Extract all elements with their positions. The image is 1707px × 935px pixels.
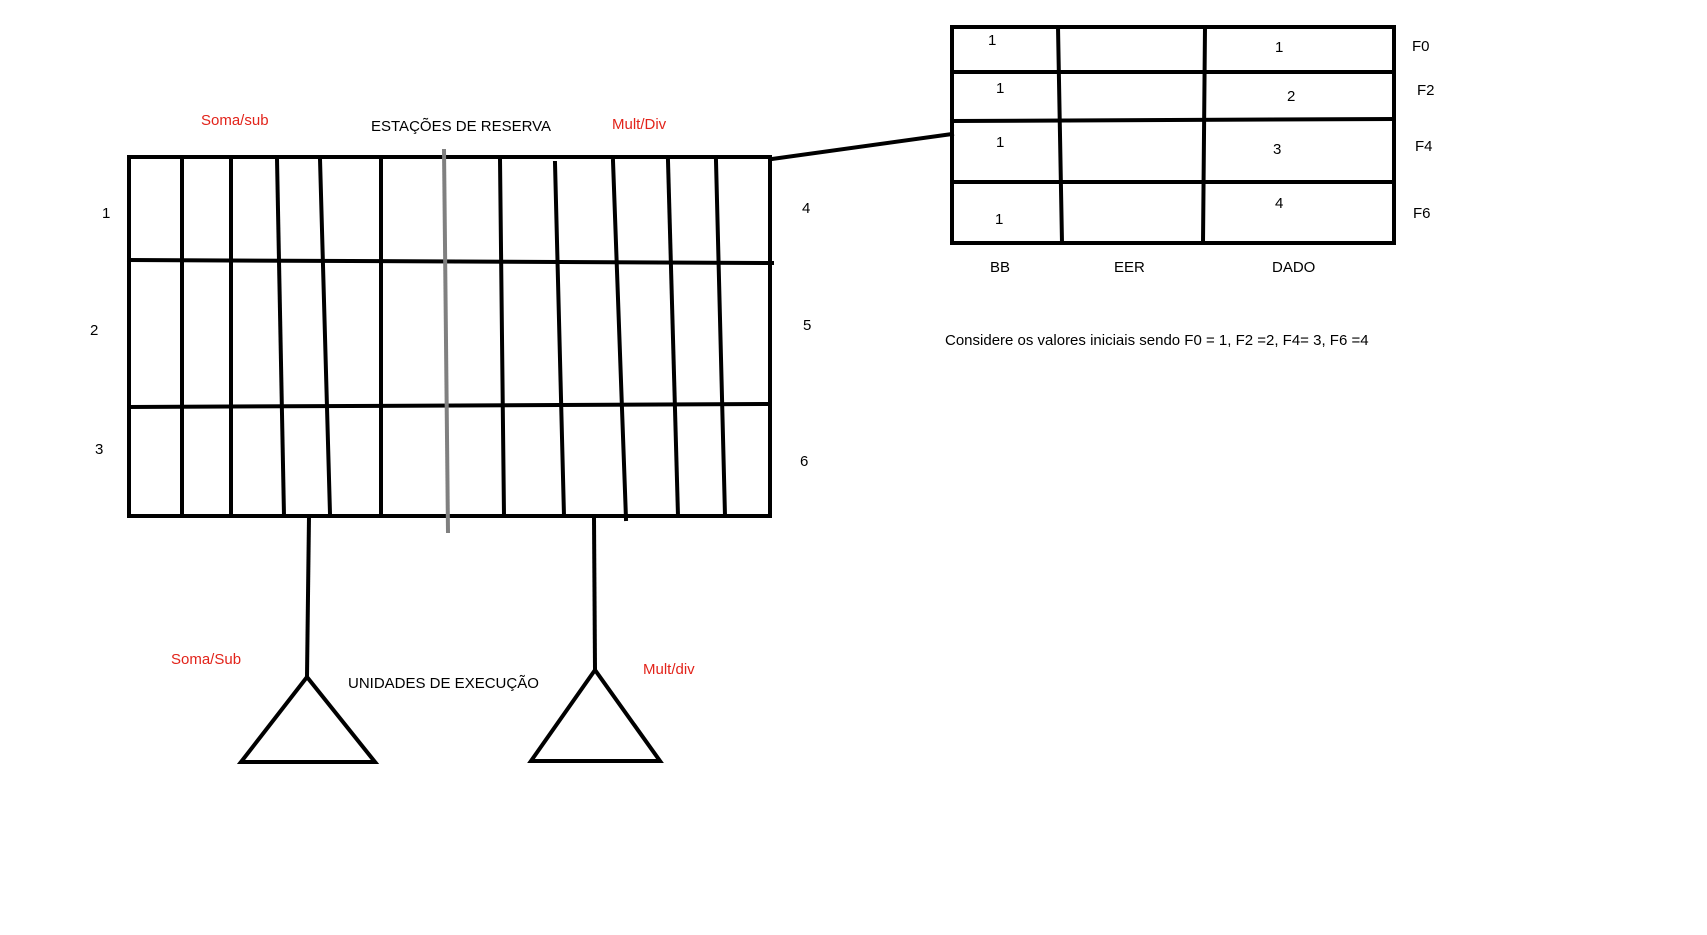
register-bb-cell: 1 [996, 134, 1004, 151]
register-dado-cell: 3 [1273, 141, 1281, 158]
rs-row-number: 4 [802, 200, 810, 217]
rs-slot-divider [274, 156, 287, 519]
register-bb-cell: 1 [988, 32, 996, 49]
mul-unit-label: Mult/div [643, 661, 695, 678]
rs-slot-divider [665, 158, 681, 519]
initial-values-note: Considere os valores iniciais sendo F0 =… [945, 332, 1369, 349]
register-dado-cell: 2 [1287, 88, 1295, 105]
add-unit-feed-line [304, 513, 312, 679]
register-col-divider [1200, 24, 1208, 246]
register-col-header-eer: EER [1114, 259, 1145, 276]
mul-unit-triangle [527, 666, 664, 763]
add-unit-label: Soma/Sub [171, 651, 241, 668]
rs-slot-divider [317, 156, 333, 517]
register-name: F2 [1417, 82, 1435, 99]
rs-slot-divider [497, 156, 507, 519]
add-unit-triangle [236, 673, 380, 764]
register-name: F6 [1413, 205, 1431, 222]
register-dado-cell: 4 [1275, 195, 1283, 212]
register-dado-cell: 1 [1275, 39, 1283, 56]
rs-row-divider-2 [126, 401, 773, 410]
register-col-divider [1055, 24, 1065, 246]
register-name: F4 [1415, 138, 1433, 155]
register-row-divider [949, 116, 1397, 124]
register-table: 1 1 F0 1 2 F2 1 3 F4 1 4 F6 BB EER DADO [949, 24, 1435, 276]
register-col-header-bb: BB [990, 259, 1010, 276]
rs-row-number: 3 [95, 441, 103, 458]
execution-units: Soma/Sub UNIDADES DE EXECUÇÃO Mult/div [171, 513, 695, 764]
rs-row-divider-1 [126, 257, 775, 266]
register-name: F0 [1412, 38, 1430, 55]
register-bb-cell: 1 [995, 211, 1003, 228]
register-bb-cell: 1 [996, 80, 1004, 97]
rs-right-group-label: Mult/Div [612, 116, 667, 133]
rs-left-group-label: Soma/sub [201, 112, 269, 129]
rs-title: ESTAÇÕES DE RESERVA [371, 118, 551, 135]
rs-slot-divider [713, 158, 728, 519]
rs-row-number: 2 [90, 322, 98, 339]
reservation-stations: Soma/sub ESTAÇÕES DE RESERVA Mult/Div 1 … [90, 112, 811, 534]
rs-slot-divider [610, 158, 629, 522]
rs-slot-divider [552, 160, 567, 519]
rs-to-register-connector [769, 131, 955, 162]
mul-unit-feed-line [591, 515, 598, 672]
rs-group-separator [442, 148, 450, 534]
register-table-frame [950, 25, 1396, 245]
rs-row-number: 6 [800, 453, 808, 470]
rs-row-number: 1 [102, 205, 110, 222]
register-col-header-dado: DADO [1272, 259, 1315, 276]
rs-row-number: 5 [803, 317, 811, 334]
execution-units-title: UNIDADES DE EXECUÇÃO [348, 675, 539, 692]
